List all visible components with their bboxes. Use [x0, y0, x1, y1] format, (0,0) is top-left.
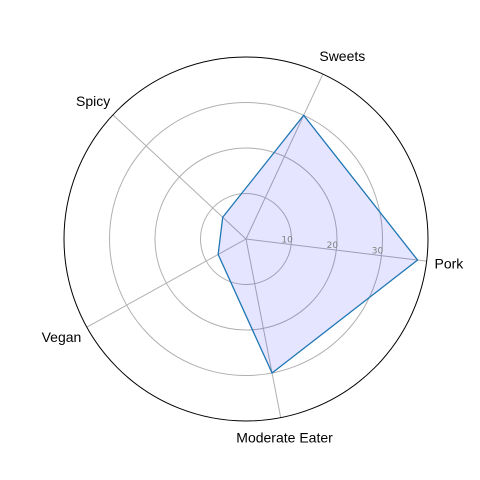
grid-ring-10 [200, 193, 292, 285]
grid-ring-20 [154, 147, 338, 331]
category-label-spicy: Spicy [76, 93, 110, 109]
r-tick-label: 30 [372, 247, 384, 257]
outer-ring [63, 56, 429, 422]
radial-tick-labels: 10 20 30 [281, 236, 383, 257]
spoke-vegan [86, 238, 247, 328]
spoke-moderate-eater [245, 238, 282, 418]
radar-grid [63, 56, 429, 422]
r-tick-label: 20 [327, 241, 339, 251]
series-line-0 [217, 114, 419, 375]
radar-series [217, 114, 419, 375]
category-label-vegan: Vegan [42, 329, 82, 345]
r-tick-label: 10 [281, 236, 293, 246]
category-label-sweets: Sweets [319, 48, 365, 64]
category-label-pork: Pork [434, 256, 464, 272]
spoke-sweets [245, 73, 324, 240]
spoke-spicy [112, 114, 247, 240]
series-fill-0 [218, 115, 418, 373]
category-label-moderate-eater: Moderate Eater [236, 429, 333, 445]
spoke-pork [245, 238, 427, 262]
grid-ring-30 [109, 102, 383, 376]
